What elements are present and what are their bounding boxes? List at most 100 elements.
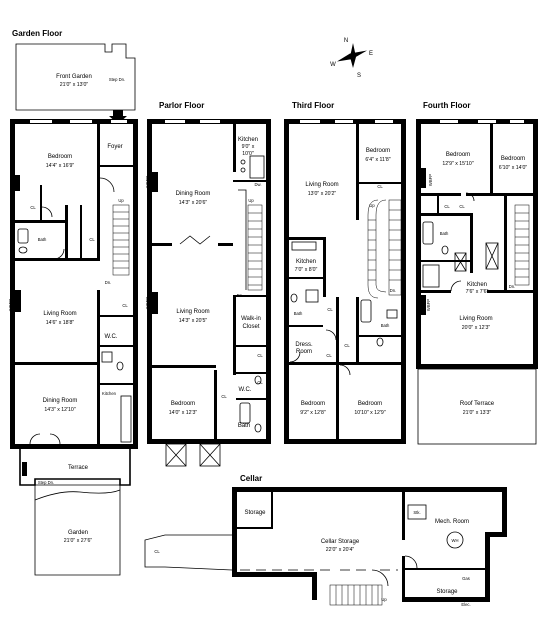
cellar-wall: [312, 572, 317, 600]
interior-wall: [271, 492, 273, 529]
skylight-1: [485, 242, 499, 270]
parlor-floor-title: Parlor Floor: [159, 101, 204, 110]
shower-icon: [305, 289, 319, 303]
third-cl2-label: CL: [327, 307, 333, 312]
window: [510, 120, 524, 123]
third-bath1-label: Bath: [294, 311, 303, 316]
garden-kitchen-label: Kitchen: [102, 391, 117, 396]
interior-wall: [100, 315, 133, 317]
fourth-living-dim: 20'0" x 12'3": [462, 325, 491, 331]
walk-in-label-2: Closet: [242, 324, 259, 330]
sink-icon: [101, 351, 113, 363]
parlor-cl1-label: CL: [257, 353, 263, 358]
toilet-icon: [254, 423, 262, 433]
interior-wall: [100, 383, 133, 385]
third-dn-label: Dn.: [390, 288, 397, 293]
interior-wall: [487, 290, 533, 293]
toilet-icon: [441, 245, 449, 255]
third-cl4-label: CL: [344, 343, 350, 348]
garden-living-label: Living Room: [43, 311, 76, 317]
cellar-wall: [485, 532, 507, 537]
kitchen-counter-icon: [120, 395, 132, 443]
kitchen-counter-icon: [249, 155, 265, 179]
interior-wall: [233, 295, 266, 297]
garden-floor: Garden Floor Front Garden 21'0" x 13'0" …: [8, 29, 138, 576]
hedge-line: [34, 489, 121, 501]
interior-wall: [421, 260, 470, 262]
door-swing: [49, 433, 61, 445]
third-dress-label-1: Dress.: [295, 342, 313, 348]
cellar-up-label: Up: [381, 597, 387, 602]
interior-wall: [356, 182, 401, 184]
garden-stairs: [112, 204, 130, 276]
tub-icon: [239, 402, 251, 424]
door-swing: [289, 351, 301, 363]
interior-wall: [359, 335, 401, 337]
window: [30, 120, 52, 123]
garden-outline: [34, 484, 121, 576]
third-bedroom-a-dim: 6'4" x 11'8": [365, 157, 390, 163]
door-swing: [339, 364, 351, 376]
interior-wall: [421, 213, 471, 216]
fourth-wall-right: [533, 119, 538, 369]
parlor-fireplace-2-icon: [152, 292, 158, 314]
kitchen-counter-icon: [291, 241, 317, 251]
window: [335, 120, 353, 123]
interior-wall: [466, 193, 533, 196]
fourth-kitchen-label: Kitchen: [467, 282, 487, 288]
garden-wall-right: [133, 119, 138, 449]
parlor-cl2-label: CL: [257, 380, 263, 385]
interior-wall: [100, 165, 133, 167]
fourth-cl2-label: CL: [459, 204, 465, 209]
parlor-wbfp1-label: WBFP: [145, 176, 150, 188]
interior-wall: [236, 345, 266, 347]
mech-room-label: Mech. Room: [435, 519, 469, 525]
interior-wall: [40, 185, 42, 221]
cellar-closet-outline: [144, 534, 233, 571]
cellar-wall: [485, 537, 490, 602]
garden-cl1-label: CL: [30, 205, 36, 210]
third-living-dim: 13'0" x 20'2": [308, 191, 337, 197]
interior-wall: [236, 372, 266, 374]
tub-icon: [17, 228, 29, 244]
water-heater-icon: [446, 531, 464, 549]
interior-wall: [15, 362, 100, 365]
door-swing: [41, 206, 53, 218]
fourth-wall-left: [416, 119, 421, 369]
toilet-icon: [376, 337, 384, 347]
third-floor: Third Floor: [284, 101, 406, 444]
door-swing: [450, 280, 462, 292]
third-cl3-label: CL: [326, 353, 332, 358]
third-bath2-label: Bath: [381, 323, 390, 328]
skylight-cross: [485, 242, 499, 270]
door-swing: [99, 177, 115, 193]
fourth-kitchen-dim: 7'6" x 7'6": [466, 289, 489, 295]
interior-wall: [356, 297, 359, 362]
tub-icon: [422, 221, 434, 245]
cellar-sink-label: Stk.: [413, 510, 420, 515]
compass-center: [350, 54, 354, 58]
third-bedroom-b-label: Bedroom: [301, 401, 325, 407]
third-wall-right: [401, 119, 406, 444]
sink-icon: [386, 309, 398, 319]
tub-icon: [360, 299, 372, 323]
toilet-icon: [290, 293, 298, 303]
third-wall-left: [284, 119, 289, 444]
door-swing: [53, 248, 65, 260]
garden-living-dim: 14'6" x 18'8": [46, 320, 75, 326]
front-garden-dim: 21'0" x 13'0": [60, 82, 89, 88]
third-dress-label-2: Room: [296, 349, 312, 355]
cellar-wall: [232, 572, 312, 577]
toilet-icon: [254, 375, 262, 385]
interior-wall: [65, 205, 68, 260]
interior-wall: [323, 237, 326, 297]
garden-cl3-label: CL: [122, 303, 128, 308]
parlor-bath-label: Bath: [238, 423, 250, 429]
third-bedroom-a-label: Bedroom: [366, 148, 390, 154]
garden-bedroom-dim: 14'4" x 16'9": [46, 163, 75, 169]
interior-wall: [233, 295, 236, 375]
parlor-cl3-label: CL: [221, 394, 227, 399]
skylight-cross: [454, 252, 467, 272]
cellar-wall: [405, 597, 490, 602]
decorative-block: [15, 175, 20, 191]
